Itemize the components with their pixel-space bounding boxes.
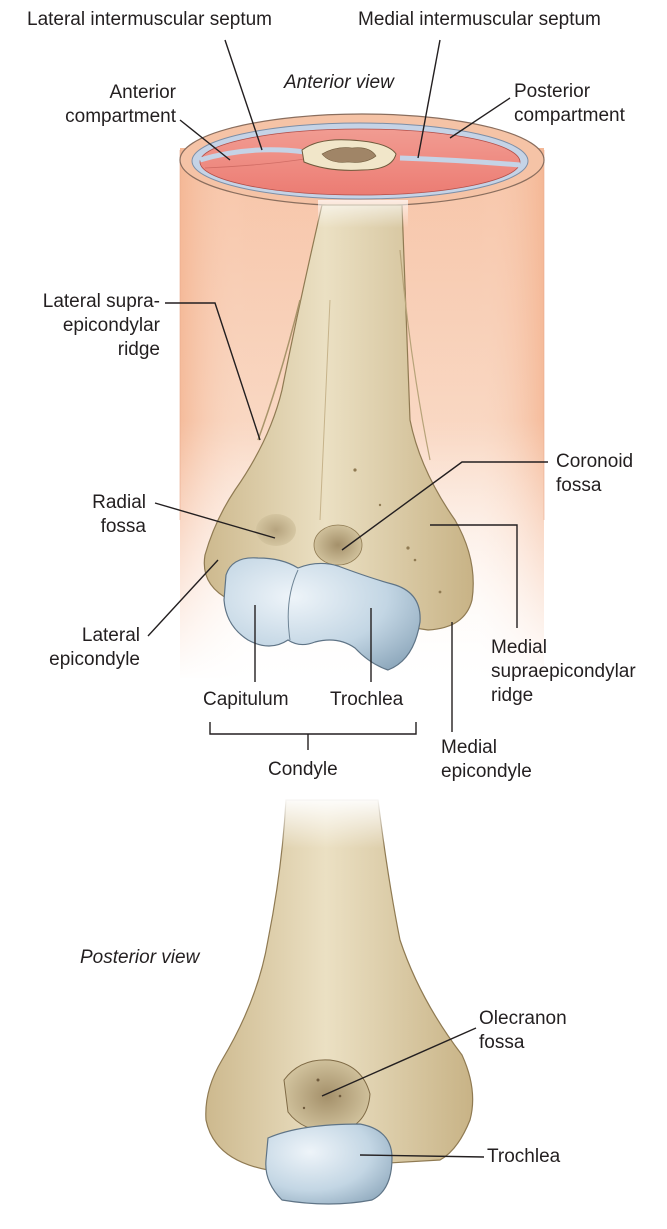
humerus-posterior (205, 796, 474, 1205)
leader-lines (147, 39, 548, 1158)
leader-lateral-epicondyle (147, 559, 219, 637)
label-posterior-compartment: Posterior compartment (514, 81, 625, 126)
condyle-bracket (209, 722, 417, 735)
leader-radial-fossa (154, 502, 276, 539)
label-anterior-compartment: Anterior compartment (65, 82, 176, 127)
leader-anterior-compartment (179, 119, 231, 161)
anterior-view-title: Anterior view (284, 72, 394, 93)
posterior-view-title: Posterior view (80, 947, 200, 968)
leader-medial-septum (417, 39, 441, 159)
leader-lateral-septum (224, 39, 263, 151)
label-lateral-supraepicondylar-ridge: Lateral supra- epicondylar ridge (42, 291, 160, 360)
label-condyle: Condyle (268, 759, 338, 780)
label-trochlea: Trochlea (330, 689, 404, 710)
arm-cross-section (179, 113, 545, 207)
label-radial-fossa: Radial fossa (92, 492, 146, 537)
label-coronoid-fossa: Coronoid fossa (556, 451, 634, 496)
leader-posterior-compartment (449, 97, 511, 139)
leader-coronoid-fossa (341, 461, 548, 551)
leader-olecranon-fossa (321, 1027, 477, 1097)
leader-trochlea-posterior (359, 1154, 485, 1158)
humerus-anterior (203, 200, 474, 671)
leader-medial-supra-ridge (430, 524, 518, 628)
label-medial-supraepicondylar-ridge: Medial supraepicondylar ridge (491, 637, 636, 706)
label-trochlea-posterior: Trochlea (487, 1146, 561, 1167)
label-medial-intermuscular-septum: Medial intermuscular septum (358, 9, 601, 30)
leader-lateral-supra-ridge (165, 302, 261, 441)
label-olecranon-fossa: Olecranon fossa (479, 1008, 567, 1053)
label-lateral-epicondyle: Lateral epicondyle (49, 625, 140, 670)
label-capitulum: Capitulum (203, 689, 289, 710)
label-lateral-intermuscular-septum: Lateral intermuscular septum (27, 9, 272, 30)
label-medial-epicondyle: Medial epicondyle (441, 737, 532, 782)
